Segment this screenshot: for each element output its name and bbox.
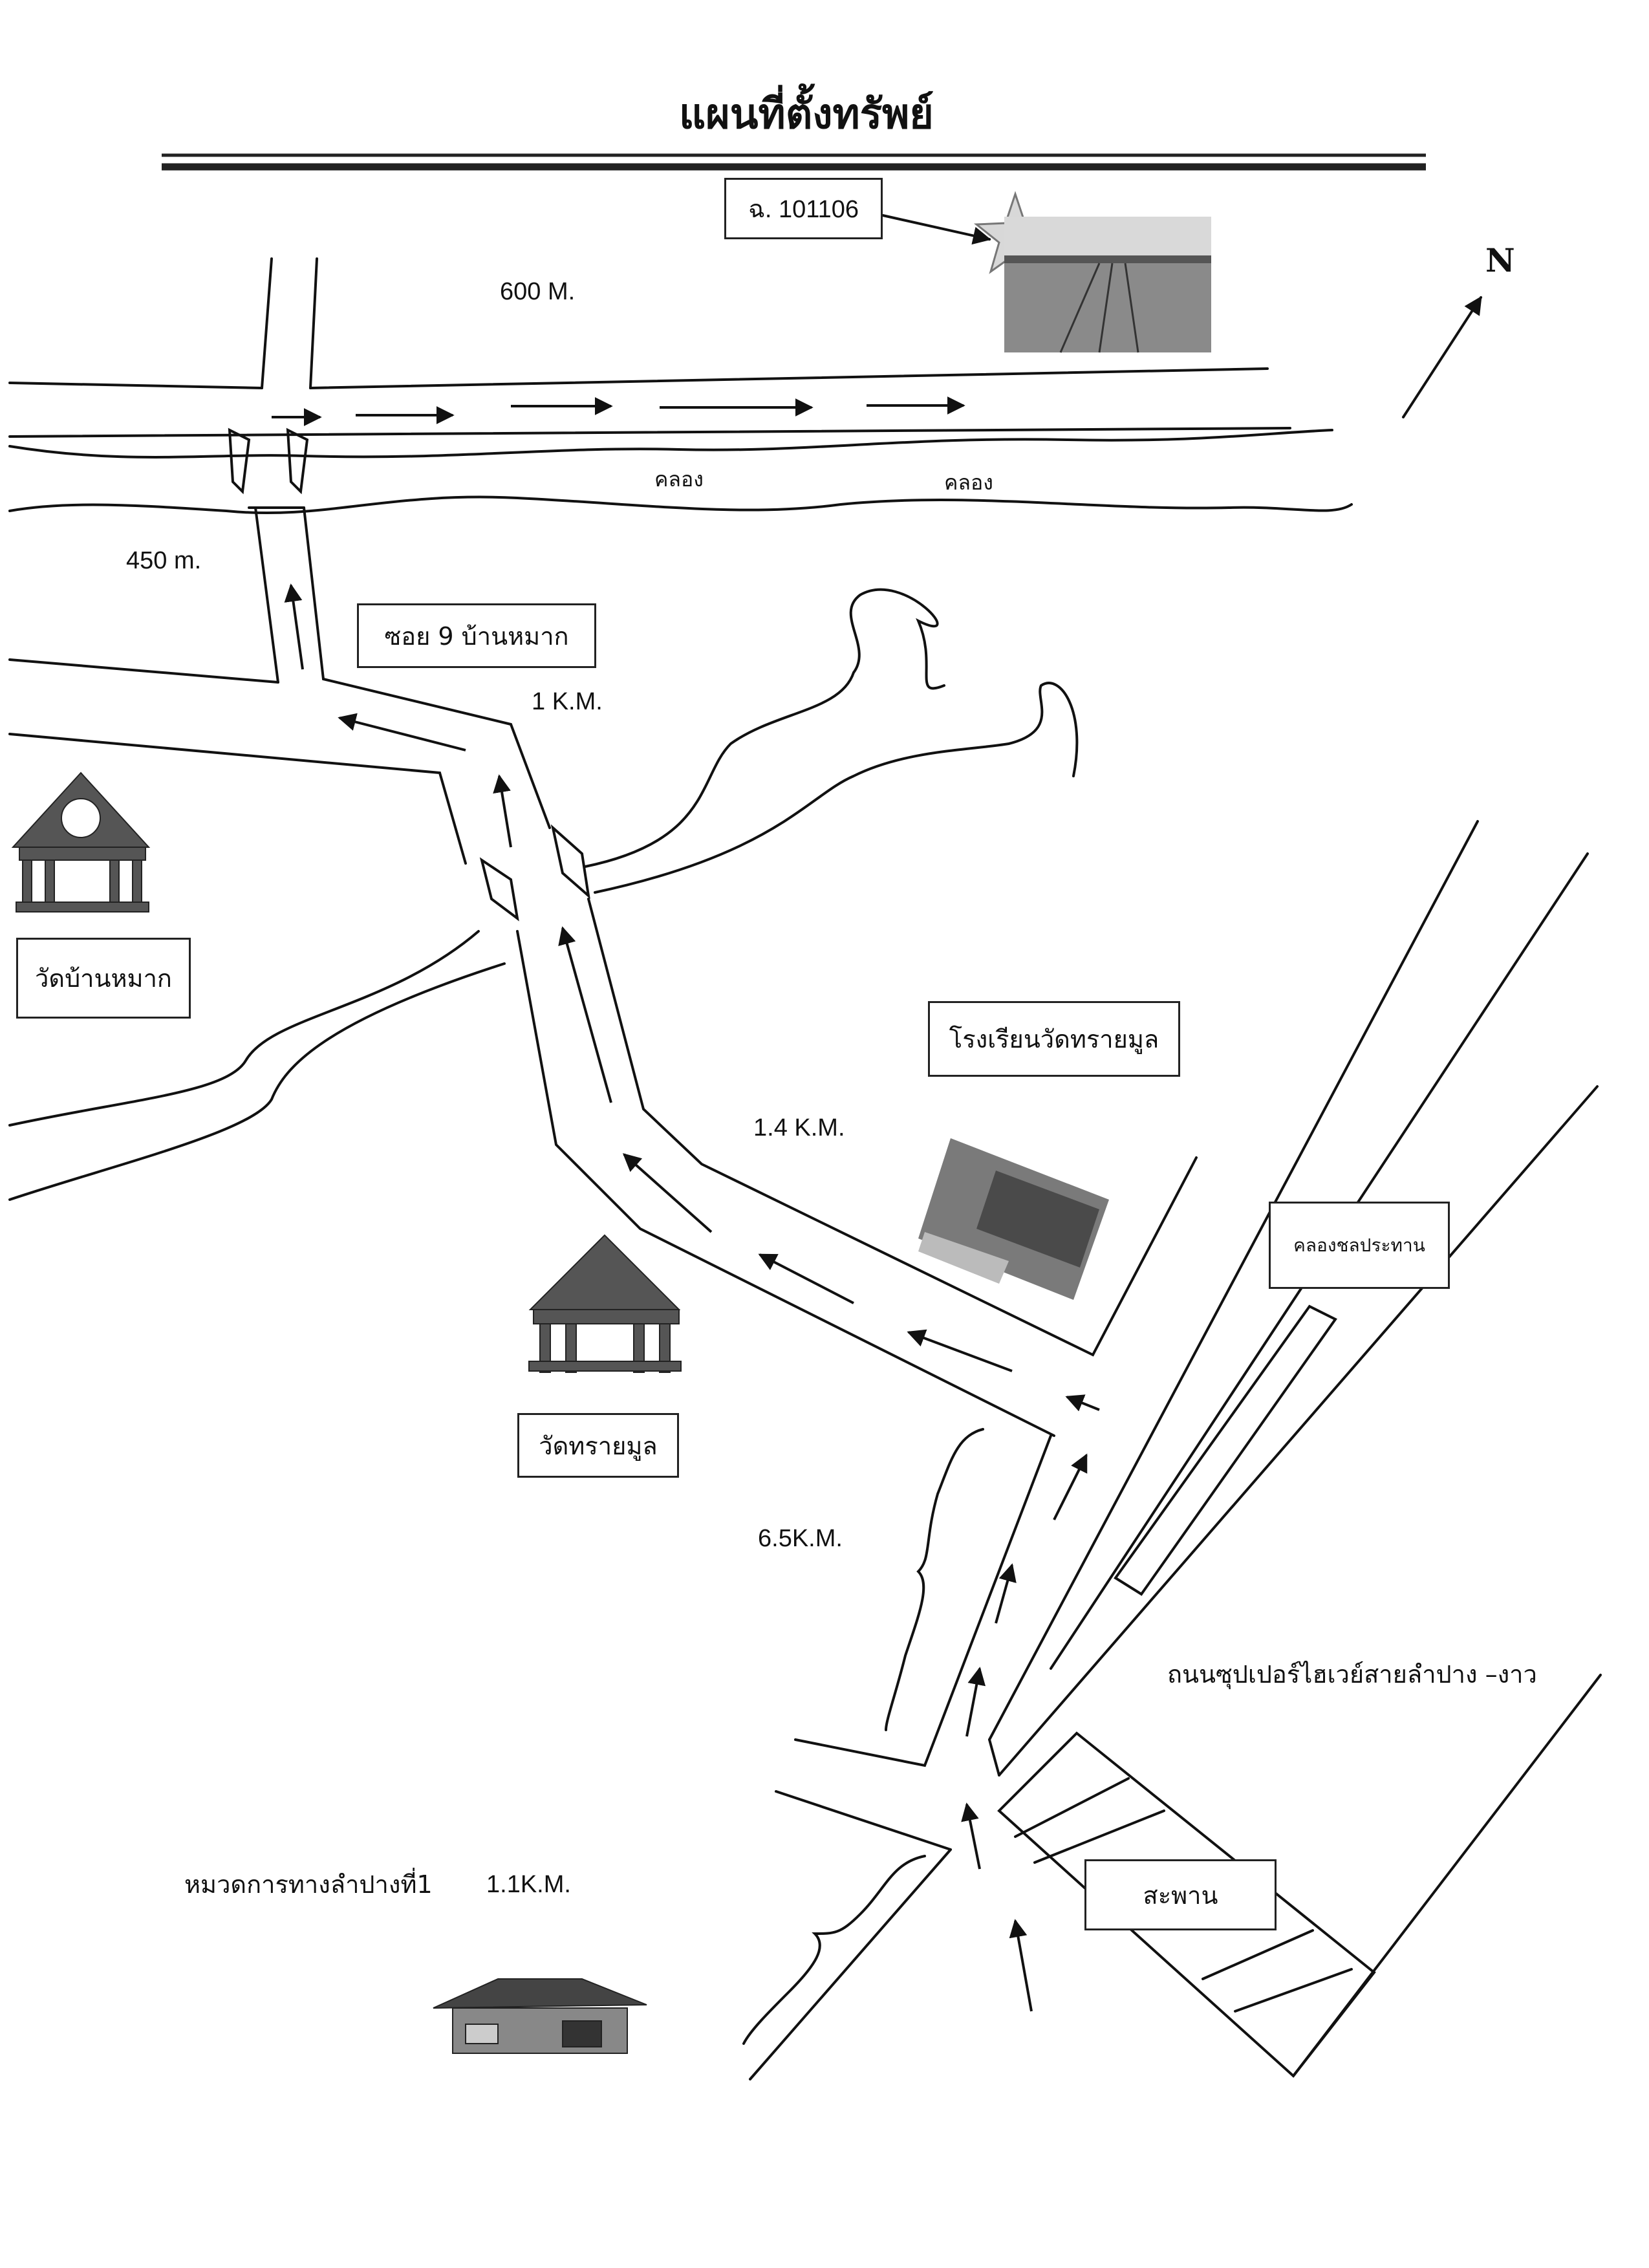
deed-pointer-line <box>881 214 991 245</box>
canal-line <box>8 962 506 1201</box>
distance-1km: 1 K.M. <box>532 688 603 715</box>
soi-road-edge <box>322 678 551 829</box>
top-road-edge <box>8 382 263 389</box>
distance-6-5km: 6.5K.M. <box>758 1525 843 1552</box>
irrigation-canal <box>1114 1304 1337 1596</box>
wat-sai-mun-label: วัดทรายมูล <box>539 1431 658 1460</box>
irrigation-canal-label: คลองชลประทาน <box>1293 1234 1425 1256</box>
junction-road-edge <box>749 1848 952 2080</box>
canal-label: คลอง <box>944 470 993 495</box>
bridge-outline <box>228 427 251 495</box>
top-road-edge <box>309 367 1269 389</box>
north-label: N <box>1485 241 1515 279</box>
soi-road-edge <box>303 506 325 680</box>
page-title: แผนที่ตั้งทรัพย์ <box>679 90 934 138</box>
side-road-edge <box>309 257 318 389</box>
top-road-edge <box>8 427 1291 438</box>
bridge-label: สะพาน <box>1143 1881 1218 1910</box>
canal-line <box>8 495 1353 515</box>
soi-9-label: ซอย 9 บ้านหมาก <box>384 621 569 651</box>
distance-1-4km: 1.4 K.M. <box>753 1114 845 1141</box>
field-photo <box>1004 217 1211 353</box>
bridge-label-box: สะพาน <box>1084 1859 1277 1930</box>
direction-arrows <box>272 396 1100 2012</box>
junction-road-edge <box>988 1738 1000 1777</box>
bridge-outline <box>286 427 309 495</box>
highway-edge <box>988 820 1479 1741</box>
wat-ban-mak-label: วัดบ้านหมาก <box>35 964 172 993</box>
school-building-photo <box>918 1138 1109 1300</box>
temple-icon <box>11 772 151 913</box>
distance-1-1km: 1.1K.M. <box>486 1871 571 1898</box>
house-icon <box>433 1978 647 2054</box>
title-underline <box>162 153 1426 171</box>
soi-9-label-box: ซอย 9 บ้านหมาก <box>357 603 596 668</box>
soi-road-edge <box>8 733 467 865</box>
bridge-outline <box>550 824 590 900</box>
irrigation-canal-label-box: คลองชลประทาน <box>1269 1202 1450 1289</box>
north-arrow-line <box>1402 296 1482 418</box>
bridge-outline <box>479 857 519 922</box>
highway-edge <box>998 1085 1599 1777</box>
main-road-edge <box>516 930 1055 1437</box>
canal-line <box>594 682 1079 894</box>
canal-line <box>584 588 945 868</box>
junction-road-edge <box>794 1434 1052 1767</box>
deed-label-box: ฉ. 101106 <box>724 178 883 239</box>
school-label-box: โรงเรียนวัดทรายมูล <box>928 1001 1180 1077</box>
soi-road-edge <box>254 506 279 684</box>
distance-brace <box>742 1855 926 2045</box>
distance-brace <box>885 1428 984 1731</box>
junction-road-edge <box>775 1790 952 1851</box>
wat-sai-mun-label-box: วัดทรายมูล <box>517 1413 679 1478</box>
canal-line <box>8 930 480 1127</box>
canal-label: คลอง <box>654 467 704 491</box>
deed-label: ฉ. 101106 <box>748 196 859 223</box>
superhighway-label: ถนนซุปเปอร์ไฮเวย์สายลำปาง –งาว <box>1167 1660 1537 1689</box>
bridge-outline <box>997 1731 1376 2078</box>
school-label: โรงเรียนวัดทรายมูล <box>949 1025 1159 1053</box>
road-network <box>8 214 1602 2080</box>
distance-450m: 450 m. <box>126 547 202 574</box>
canal-line <box>8 429 1333 459</box>
highway-district-label: หมวดการทางลำปางที่1 <box>184 1870 433 1899</box>
soi-road-edge <box>8 658 279 684</box>
temple-icon <box>528 1234 682 1373</box>
distance-600m: 600 M. <box>500 278 576 305</box>
wat-ban-mak-label-box: วัดบ้านหมาก <box>16 938 191 1019</box>
side-road-edge <box>261 257 273 389</box>
main-road-edge <box>587 898 1198 1357</box>
